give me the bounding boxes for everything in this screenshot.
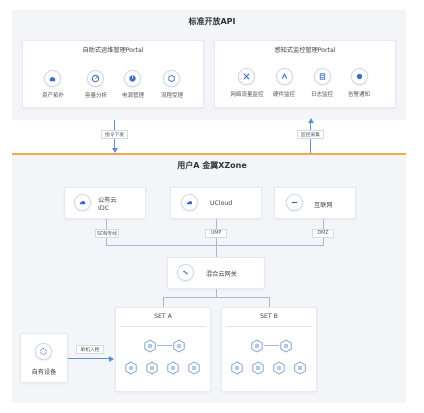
set-b-node-icon[interactable] bbox=[279, 338, 293, 353]
ump-tag: UMP bbox=[205, 229, 227, 238]
set-a-node-icon[interactable] bbox=[172, 338, 186, 353]
portal-right-item-4: 告警通知 bbox=[347, 92, 370, 98]
set-b-divider bbox=[226, 326, 312, 327]
public-cloud-label-1: 公有云 bbox=[98, 197, 117, 204]
set-a-connector bbox=[163, 297, 164, 307]
command-arrow bbox=[111, 148, 118, 153]
set-b-card bbox=[221, 307, 317, 392]
monitor-label: 监控采集 bbox=[297, 130, 324, 139]
set-a-pair-link bbox=[157, 345, 172, 346]
access-line bbox=[68, 358, 110, 360]
set-b-node-icon[interactable] bbox=[250, 338, 264, 353]
access-arrow bbox=[109, 355, 114, 362]
set-a-card bbox=[115, 307, 211, 392]
set-a-node-icon[interactable] bbox=[166, 360, 180, 375]
portal-left-item-1: 资产拓扑 bbox=[41, 93, 64, 99]
portal-left-item-4: 流程受理 bbox=[160, 93, 183, 99]
gateway-down-line bbox=[216, 289, 217, 297]
sets-bus-line bbox=[163, 297, 270, 298]
own-device-label: 自有设备 bbox=[31, 369, 57, 376]
network-traffic-icon[interactable] bbox=[238, 68, 255, 85]
internet-icon[interactable] bbox=[286, 194, 303, 211]
log-monitor-icon[interactable] bbox=[314, 68, 331, 85]
set-a-node-icon[interactable] bbox=[143, 338, 157, 353]
public-cloud-label-2: IDC bbox=[98, 205, 109, 212]
set-b-node-icon[interactable] bbox=[272, 360, 286, 375]
alert-notify-icon[interactable] bbox=[351, 68, 368, 85]
set-b-title: SET B bbox=[260, 313, 278, 320]
set-a-node-icon[interactable] bbox=[187, 360, 201, 375]
set-b-node-icon[interactable] bbox=[230, 360, 244, 375]
portal-right-item-3: 日志监控 bbox=[310, 92, 333, 98]
gateway-icon[interactable] bbox=[177, 264, 194, 281]
set-a-title: SET A bbox=[154, 313, 172, 320]
set-b-pair-link bbox=[264, 345, 279, 346]
link-line-horizontal bbox=[106, 245, 324, 246]
public-cloud-card bbox=[64, 187, 146, 219]
ucloud-logo-icon[interactable] bbox=[181, 194, 198, 211]
portal-right-item-2: 硬件监控 bbox=[272, 92, 295, 98]
portal-left-item-2: 容量分析 bbox=[84, 93, 107, 99]
dmz-tag: DMZ bbox=[312, 229, 334, 238]
gateway-label: 混合云网关 bbox=[206, 271, 237, 278]
right-portal-title: 感知式监控管理Portal bbox=[274, 47, 336, 54]
sdn-tag: SDN专线 bbox=[95, 229, 119, 238]
portal-left-item-3: 电源管理 bbox=[121, 93, 144, 99]
set-b-node-icon[interactable] bbox=[293, 360, 307, 375]
set-b-connector bbox=[269, 297, 270, 307]
set-b-node-icon[interactable] bbox=[251, 360, 265, 375]
set-a-node-icon[interactable] bbox=[145, 360, 159, 375]
ucloud-label: UCloud bbox=[210, 200, 233, 207]
zone-title: 用户A 金翼XZone bbox=[177, 161, 247, 170]
left-portal-title: 自助式运维管理Portal bbox=[82, 47, 144, 54]
monitor-arrow bbox=[307, 118, 314, 123]
cloud-icon[interactable] bbox=[74, 194, 91, 211]
command-label: 指令下发 bbox=[101, 130, 128, 139]
power-management-icon[interactable] bbox=[124, 70, 141, 87]
portal-right-item-1: 网络流量监控 bbox=[230, 92, 264, 98]
asset-topology-icon[interactable] bbox=[44, 70, 61, 87]
internet-label: 互联网 bbox=[314, 202, 333, 209]
top-title: 标准开放API bbox=[188, 17, 236, 26]
hardware-monitor-icon[interactable] bbox=[276, 68, 293, 85]
process-handling-icon[interactable] bbox=[163, 70, 180, 87]
device-icon[interactable] bbox=[35, 343, 52, 360]
zone-top-divider bbox=[12, 153, 406, 155]
set-a-node-icon[interactable] bbox=[124, 360, 138, 375]
capacity-analysis-icon[interactable] bbox=[87, 70, 104, 87]
access-label: 单机入柜 bbox=[76, 345, 104, 354]
internet-card bbox=[274, 187, 356, 219]
set-a-divider bbox=[120, 326, 206, 327]
link-line-mid bbox=[216, 219, 217, 261]
